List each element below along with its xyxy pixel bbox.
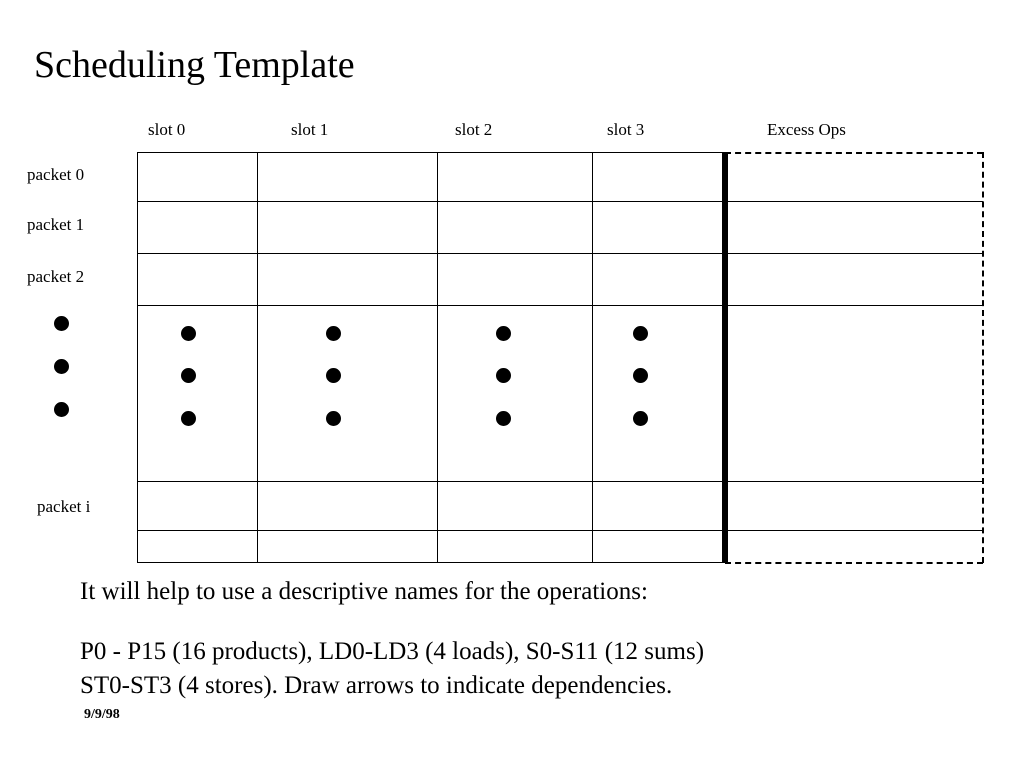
body-text-line-1: It will help to use a descriptive names … (80, 578, 648, 605)
page-title: Scheduling Template (34, 44, 355, 86)
grid-hline-1 (137, 201, 983, 202)
grid-hline-top (137, 152, 727, 153)
grid-vline-slot1-slot2 (437, 152, 438, 563)
ellipsis-dot (326, 368, 341, 383)
body-text-line-3: ST0-ST3 (4 stores). Draw arrows to indic… (80, 672, 673, 699)
ellipsis-dot (54, 402, 69, 417)
ellipsis-dot (633, 368, 648, 383)
scheduling-grid (137, 152, 984, 564)
date-stamp: 9/9/98 (84, 707, 120, 722)
ellipsis-dot (326, 411, 341, 426)
ellipsis-dot (54, 316, 69, 331)
column-header-slot-2: slot 2 (455, 120, 493, 139)
ellipsis-dot (181, 368, 196, 383)
row-label-packet-2: packet 2 (27, 267, 85, 286)
column-header-slot-3: slot 3 (607, 120, 645, 139)
grid-vline-right-dashed (982, 152, 984, 563)
grid-hline-2 (137, 253, 983, 254)
grid-hline-top-excess (725, 152, 983, 154)
ellipsis-dot (496, 326, 511, 341)
grid-hline-bottom (137, 562, 727, 563)
ellipsis-dot (496, 411, 511, 426)
ellipsis-dot (181, 326, 196, 341)
column-header-excess-ops: Excess Ops (767, 120, 846, 139)
grid-vline-slot0-slot1 (257, 152, 258, 563)
ellipsis-dot (326, 326, 341, 341)
ellipsis-dot (496, 368, 511, 383)
column-header-slot-0: slot 0 (148, 120, 186, 139)
grid-vline-slot2-slot3 (592, 152, 593, 563)
ellipsis-dot (633, 326, 648, 341)
ellipsis-dot (181, 411, 196, 426)
row-label-packet-i: packet i (37, 497, 91, 516)
row-label-packet-1: packet 1 (27, 215, 85, 234)
column-header-slot-1: slot 1 (291, 120, 329, 139)
row-label-packet-0: packet 0 (27, 165, 85, 184)
ellipsis-dot (54, 359, 69, 374)
grid-vline-left (137, 152, 138, 563)
grid-hline-bottom-excess (725, 562, 983, 564)
grid-hline-5 (137, 530, 983, 531)
excess-ops-divider (722, 152, 728, 563)
grid-hline-4 (137, 481, 983, 482)
grid-hline-3 (137, 305, 983, 306)
ellipsis-dot (633, 411, 648, 426)
body-text-line-2: P0 - P15 (16 products), LD0-LD3 (4 loads… (80, 638, 705, 665)
